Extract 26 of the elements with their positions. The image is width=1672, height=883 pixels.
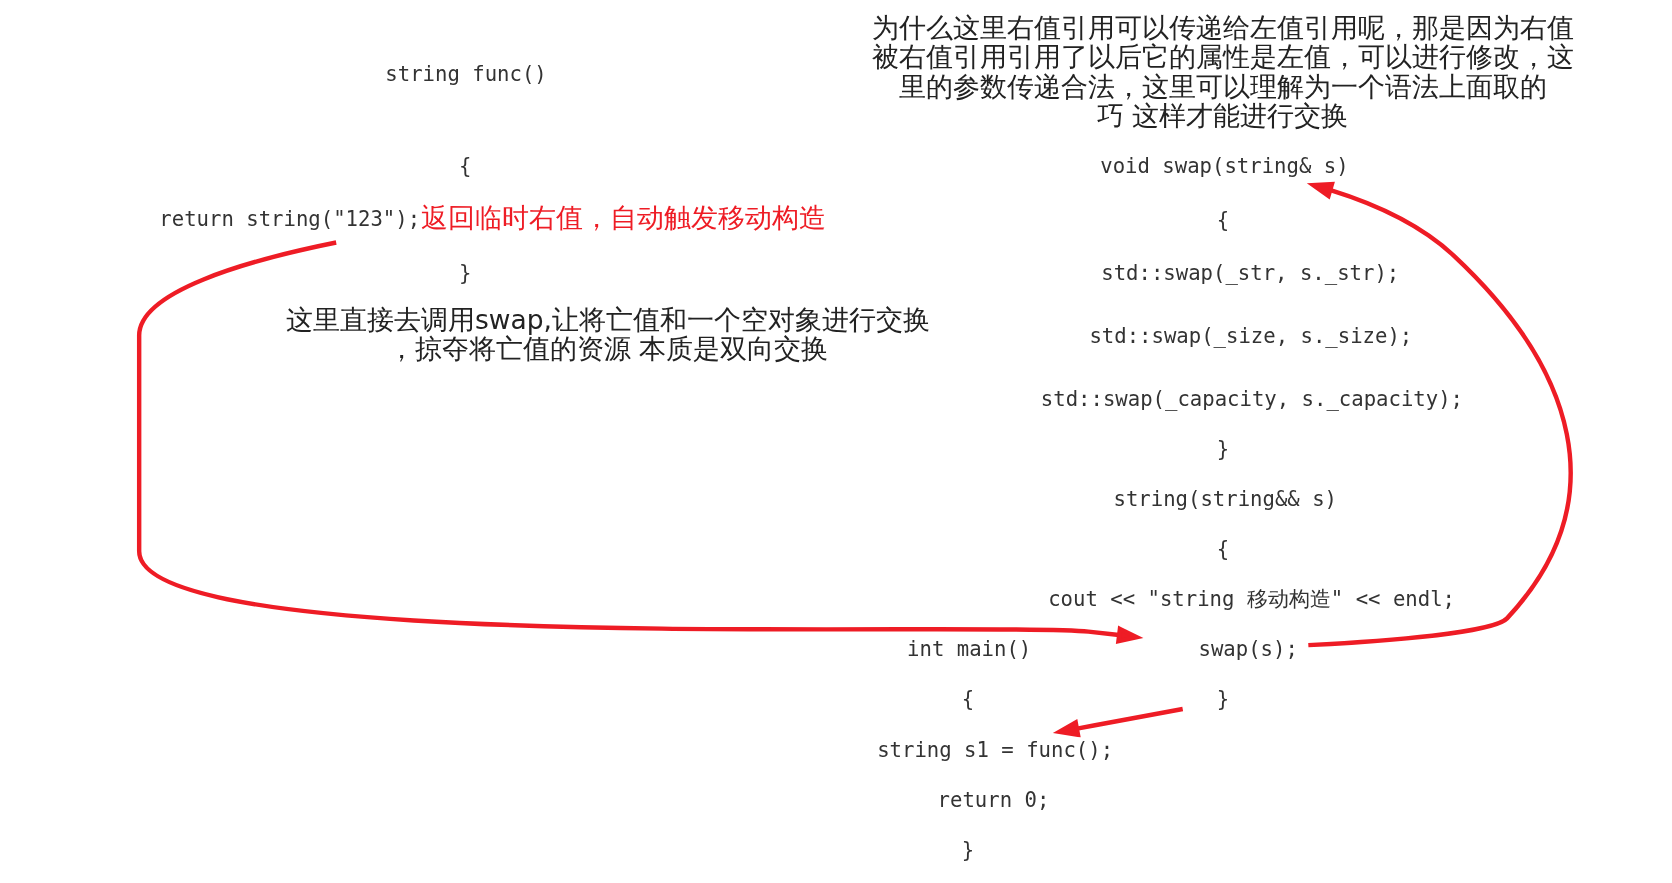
node-text: swap(s);	[1198, 637, 1298, 662]
arrow	[1306, 181, 1573, 648]
node-text: std::swap(_capacity, s._capacity);	[1040, 386, 1463, 411]
node-text: std::swap(_str, s._str);	[1101, 261, 1400, 286]
node-label: 返回临时右值，自动触发移动构造	[420, 201, 826, 233]
node-text: string s1 = func();	[877, 737, 1114, 762]
node-text: int main()	[907, 637, 1032, 662]
node-text: {	[1216, 537, 1230, 562]
node-text: {	[961, 687, 975, 712]
node-text: cout << "string 移动构造" << endl;	[1048, 587, 1456, 612]
label: 这里直接去调用swap,让将亡值和一个空对象进行交换，掠夺将亡值的资源 本质是双向交换	[285, 303, 930, 365]
node-text: {	[459, 153, 472, 178]
node-text: string(string&& s)	[1113, 486, 1337, 511]
node-text: string func()	[385, 61, 547, 86]
node-text: return 0;	[937, 787, 1050, 812]
node-text: std::swap(_size, s._size);	[1089, 324, 1413, 349]
node-text: void swap(string& s)	[1100, 153, 1349, 178]
node-text: }	[459, 261, 472, 286]
node-text: }	[1216, 687, 1230, 712]
node-text: {	[1216, 207, 1230, 232]
node-text: }	[1216, 436, 1230, 461]
arrow	[1052, 706, 1184, 738]
arrow	[136, 240, 1144, 645]
node-text: return string("123");	[159, 206, 421, 231]
label: 为什么这里右值引用可以传递给左值引用呢，那是因为右值被右值引用引用了以后它的属性是左值，可以进行修改，这里的参数传递合法，这里可以理解为一个语法上面取的巧 这样才能进行交换	[871, 11, 1574, 132]
node-text: }	[961, 837, 975, 862]
